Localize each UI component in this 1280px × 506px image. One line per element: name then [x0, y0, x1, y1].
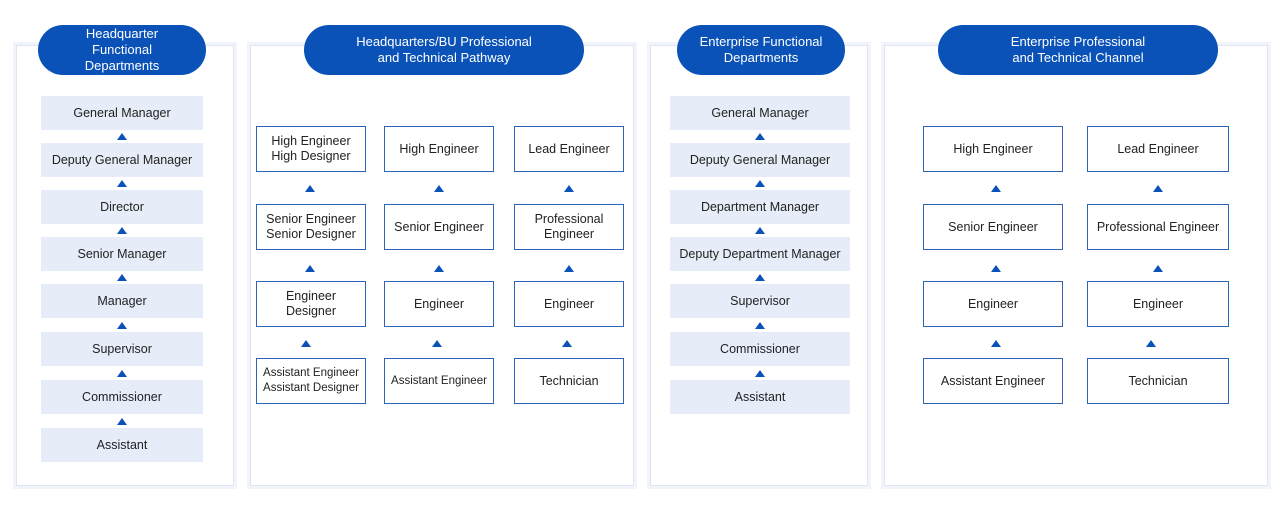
- hq-level-box: Director: [41, 190, 203, 224]
- ent-level-box: Assistant: [670, 380, 850, 414]
- hq-pro-box: Engineer Designer: [256, 281, 366, 327]
- ent-level-box: Supervisor: [670, 284, 850, 318]
- up-arrow-icon: [755, 227, 765, 234]
- hq-pro-box: Engineer: [384, 281, 494, 327]
- ent-pro-box: Lead Engineer: [1087, 126, 1229, 172]
- hq-level-box: Deputy General Manager: [41, 143, 203, 177]
- up-arrow-icon: [755, 370, 765, 377]
- up-arrow-icon: [991, 340, 1001, 347]
- ent-level-box: Deputy Department Manager: [670, 237, 850, 271]
- hq-level-box: General Manager: [41, 96, 203, 130]
- hq-pro-box: Professional Engineer: [514, 204, 624, 250]
- hq-level-box: Assistant: [41, 428, 203, 462]
- up-arrow-icon: [117, 227, 127, 234]
- hq-professional-header: Headquarters/BU Professional and Technic…: [304, 25, 584, 75]
- ent-pro-box: Engineer: [1087, 281, 1229, 327]
- up-arrow-icon: [305, 185, 315, 192]
- up-arrow-icon: [1146, 340, 1156, 347]
- up-arrow-icon: [434, 185, 444, 192]
- up-arrow-icon: [434, 265, 444, 272]
- hq-pro-box: Assistant Engineer: [384, 358, 494, 404]
- up-arrow-icon: [755, 180, 765, 187]
- hq-pro-box: Lead Engineer: [514, 126, 624, 172]
- up-arrow-icon: [1153, 265, 1163, 272]
- hq-pro-box: Technician: [514, 358, 624, 404]
- hq-pro-box: High Engineer: [384, 126, 494, 172]
- up-arrow-icon: [117, 180, 127, 187]
- ent-functional-header: Enterprise Functional Departments: [677, 25, 845, 75]
- ent-pro-box: Senior Engineer: [923, 204, 1063, 250]
- up-arrow-icon: [562, 340, 572, 347]
- up-arrow-icon: [755, 322, 765, 329]
- up-arrow-icon: [117, 133, 127, 140]
- ent-level-box: Deputy General Manager: [670, 143, 850, 177]
- up-arrow-icon: [432, 340, 442, 347]
- hq-pro-box: High Engineer High Designer: [256, 126, 366, 172]
- hq-functional-header: Headquarter Functional Departments: [38, 25, 206, 75]
- ent-pro-box: Professional Engineer: [1087, 204, 1229, 250]
- ent-pro-box: High Engineer: [923, 126, 1063, 172]
- hq-pro-box: Engineer: [514, 281, 624, 327]
- ent-pro-box: Technician: [1087, 358, 1229, 404]
- hq-pro-box: Assistant Engineer Assistant Designer: [256, 358, 366, 404]
- up-arrow-icon: [301, 340, 311, 347]
- hq-level-box: Supervisor: [41, 332, 203, 366]
- up-arrow-icon: [117, 322, 127, 329]
- ent-professional-header: Enterprise Professional and Technical Ch…: [938, 25, 1218, 75]
- up-arrow-icon: [991, 185, 1001, 192]
- up-arrow-icon: [755, 133, 765, 140]
- ent-level-box: Commissioner: [670, 332, 850, 366]
- up-arrow-icon: [117, 418, 127, 425]
- up-arrow-icon: [117, 274, 127, 281]
- up-arrow-icon: [117, 370, 127, 377]
- hq-level-box: Senior Manager: [41, 237, 203, 271]
- ent-level-box: Department Manager: [670, 190, 850, 224]
- ent-professional-panel: [884, 45, 1268, 486]
- hq-pro-box: Senior Engineer Senior Designer: [256, 204, 366, 250]
- hq-pro-box: Senior Engineer: [384, 204, 494, 250]
- up-arrow-icon: [991, 265, 1001, 272]
- up-arrow-icon: [755, 274, 765, 281]
- ent-pro-box: Engineer: [923, 281, 1063, 327]
- hq-level-box: Commissioner: [41, 380, 203, 414]
- up-arrow-icon: [564, 265, 574, 272]
- up-arrow-icon: [305, 265, 315, 272]
- up-arrow-icon: [564, 185, 574, 192]
- up-arrow-icon: [1153, 185, 1163, 192]
- ent-level-box: General Manager: [670, 96, 850, 130]
- ent-pro-box: Assistant Engineer: [923, 358, 1063, 404]
- hq-level-box: Manager: [41, 284, 203, 318]
